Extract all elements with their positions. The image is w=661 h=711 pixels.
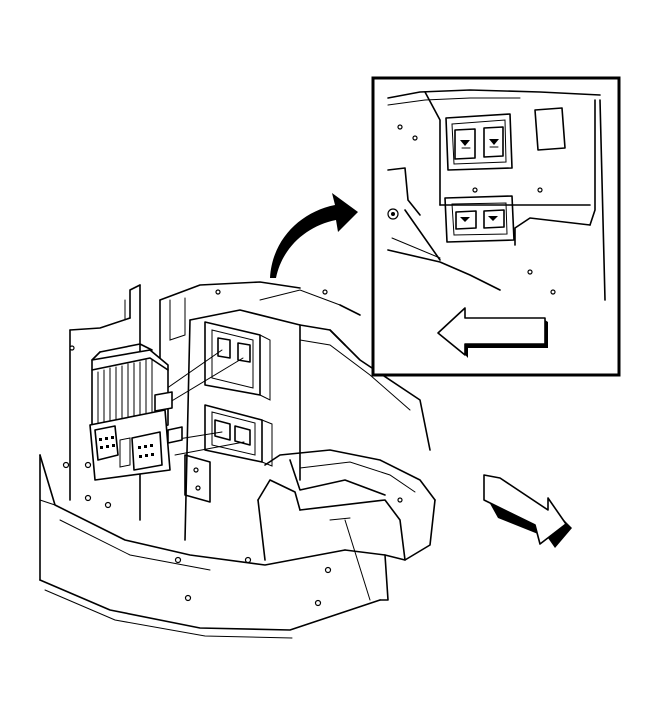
- upper-mounting-bracket: [204, 321, 271, 401]
- body-structure: [39, 281, 436, 639]
- detail-arrow-left-icon: [437, 307, 548, 358]
- front-arrow-icon: [483, 474, 572, 548]
- lower-mounting-bracket: [204, 404, 273, 467]
- engine-control-module: [89, 343, 245, 481]
- curved-arrow-icon: [270, 193, 358, 278]
- side-tab-bracket: [184, 454, 211, 503]
